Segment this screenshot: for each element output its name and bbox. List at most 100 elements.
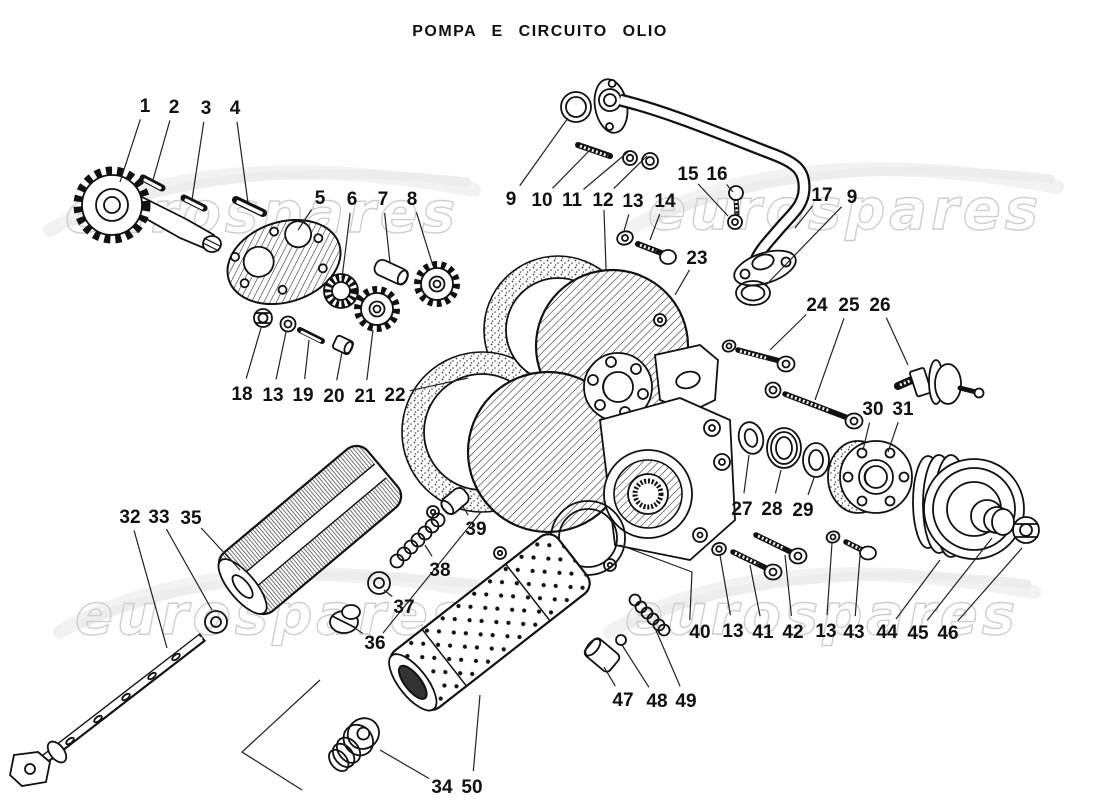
- leader-line-1: [119, 119, 141, 183]
- leader-line-24: [769, 314, 807, 351]
- leader-line-27: [743, 454, 750, 494]
- part-label-19: 19: [292, 385, 313, 406]
- pump-body-bore: [599, 397, 736, 561]
- part-label-41: 41: [752, 622, 774, 643]
- leader-line-17: [794, 205, 814, 229]
- leader-line-14: [649, 213, 661, 241]
- part-label-28: 28: [761, 499, 782, 520]
- part-label-11: 11: [562, 190, 583, 211]
- nut-25: [764, 381, 782, 399]
- leader-line-5: [297, 209, 313, 231]
- assembly-line: [241, 679, 321, 791]
- leader-line-18: [245, 327, 262, 379]
- part-label-47: 47: [612, 690, 633, 711]
- leader-line-13: [275, 331, 287, 380]
- ball-48: [615, 634, 627, 646]
- bushing-45: [983, 506, 1015, 536]
- leader-line-47: [603, 666, 616, 687]
- key-pin-3: [180, 194, 208, 212]
- part-label-16: 16: [706, 164, 727, 185]
- leader-line-8: [415, 212, 434, 267]
- part-label-5: 5: [315, 188, 326, 209]
- part-label-43: 43: [843, 622, 864, 643]
- leader-line-22: [409, 377, 469, 392]
- bolt-41: [730, 549, 783, 581]
- leader-line-45: [926, 537, 993, 621]
- needle-bearing: [323, 273, 359, 309]
- leader-line-40: [619, 544, 693, 621]
- part-label-2: 2: [169, 97, 180, 118]
- o-ring-9b: [735, 280, 771, 306]
- leader-line-13: [719, 554, 732, 616]
- part-label-10: 10: [531, 190, 552, 211]
- washer-33: [204, 610, 228, 634]
- filter-element: [388, 533, 591, 712]
- oil-delivery-tube: [9, 633, 207, 787]
- spring-38: [389, 512, 446, 569]
- part-label-46: 46: [937, 623, 958, 644]
- spacer-20: [331, 334, 355, 356]
- leader-line-25: [814, 317, 845, 401]
- leader-line-30: [862, 422, 871, 451]
- part-label-36: 36: [364, 633, 385, 654]
- leader-line-39: [461, 504, 469, 516]
- part-label-13: 13: [262, 385, 283, 406]
- leader-line-48: [621, 644, 650, 688]
- leader-line-19: [304, 339, 310, 380]
- part-label-3: 3: [201, 98, 212, 119]
- drain-plug-36: [329, 604, 361, 634]
- part-label-18: 18: [231, 384, 252, 405]
- timing-cover: [426, 268, 736, 572]
- pulley: [912, 454, 1025, 560]
- part-label-42: 42: [782, 622, 803, 643]
- part-label-24: 24: [806, 295, 828, 316]
- gear-pin: [373, 258, 409, 286]
- bolt-14: [635, 241, 677, 265]
- leader-line-4: [236, 121, 249, 204]
- part-label-22: 22: [384, 385, 405, 406]
- nut-13: [279, 315, 297, 333]
- part-label-9: 9: [506, 189, 517, 210]
- drive-gear-shaft: [73, 166, 222, 253]
- stud-10: [575, 142, 613, 159]
- part-label-13: 13: [622, 191, 643, 212]
- leader-line-33: [165, 528, 213, 611]
- key-pin-2: [139, 174, 166, 192]
- bolt-25: [782, 391, 864, 430]
- leader-line-12: [613, 155, 648, 189]
- washer-37: [367, 571, 391, 595]
- pin-19: [297, 327, 325, 344]
- leader-line-20: [336, 351, 343, 381]
- part-label-13: 13: [815, 621, 836, 642]
- part-label-50: 50: [461, 777, 482, 798]
- leader-line-35: [200, 527, 241, 571]
- plunger-39: [440, 487, 470, 515]
- oil-pressure-sender: [894, 359, 985, 405]
- bolt-42: [753, 532, 808, 565]
- pump-gear-8: [414, 261, 460, 307]
- leader-line-11: [583, 151, 629, 190]
- part-label-44: 44: [876, 622, 898, 643]
- leader-line-29: [807, 477, 815, 496]
- relief-spring-49: [628, 593, 671, 637]
- o-ring-9: [560, 91, 592, 123]
- pipe-flange-top: [593, 78, 629, 134]
- part-label-17: 17: [811, 185, 832, 206]
- washer-27: [737, 421, 765, 455]
- leader-line-50: [472, 694, 481, 772]
- part-label-12: 12: [592, 190, 613, 211]
- part-label-14: 14: [654, 191, 676, 212]
- leader-line-15: [697, 183, 729, 217]
- leader-line-10: [552, 149, 591, 189]
- part-label-15: 15: [677, 164, 699, 185]
- part-label-7: 7: [378, 189, 389, 210]
- bolt-43: [843, 539, 877, 561]
- leader-line-2: [152, 120, 171, 181]
- leader-line-44: [895, 559, 941, 620]
- washer-13a: [616, 230, 634, 246]
- part-label-20: 20: [323, 386, 344, 407]
- bearing-28: [766, 427, 802, 469]
- cover-top-bracket: [654, 344, 719, 413]
